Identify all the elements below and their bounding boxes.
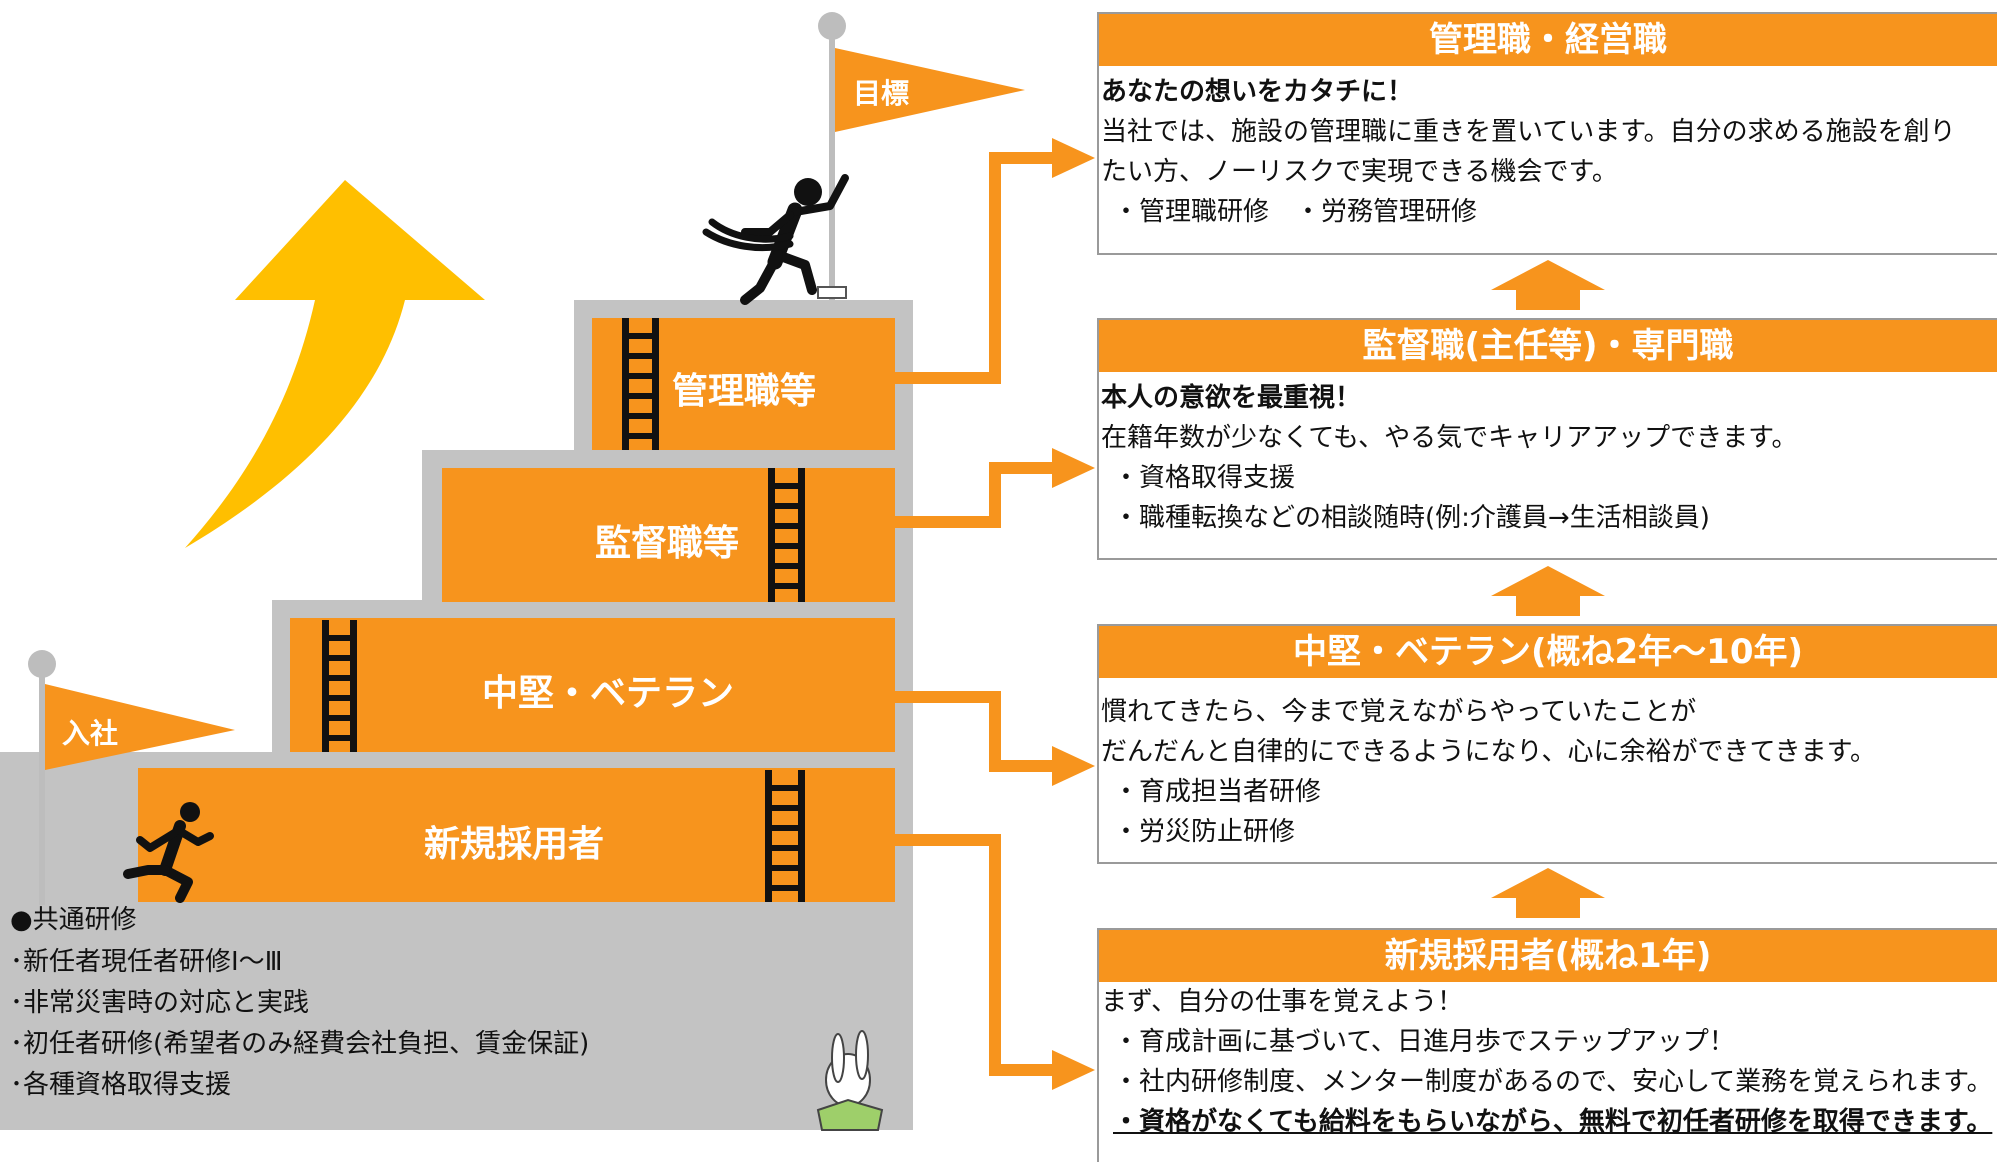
step-manager-label: 管理職等 — [672, 371, 817, 412]
panel-newcomer: 新規採用者(概ね1年) まず、自分の仕事を覚えよう！ ・育成計画に基づいて、日進… — [1097, 928, 1997, 1162]
connector-newcomer-head — [1052, 1050, 1095, 1090]
panel-supervisor-item: ・職種転換などの相談随時(例:介護員→生活相談員) — [1113, 503, 1710, 533]
growth-arrow-icon — [185, 180, 485, 548]
panel-supervisor-headline: 本人の意欲を最重視！ — [1101, 383, 1362, 413]
ladder-icon — [768, 468, 805, 602]
panel-supervisor-item: ・資格取得支援 — [1113, 463, 1296, 493]
step-supervisor-label: 監督職等 — [595, 523, 740, 564]
panel-veteran-text: 慣れてきたら、今まで覚えながらやっていたことが — [1101, 697, 1697, 727]
panel-supervisor-text: 在籍年数が少なくても、やる気でキャリアアップできます。 — [1101, 423, 1798, 453]
panel-veteran-body: 慣れてきたら、今まで覚えながらやっていたことが だんだんと自律的にできるようにな… — [1099, 678, 1997, 852]
connector-supervisor — [895, 462, 1060, 528]
step-supervisor-block — [442, 468, 895, 602]
panel-veteran-title: 中堅・ベテラン(概ね2年～10年) — [1099, 626, 1997, 678]
goal-reached-person-icon — [702, 174, 849, 305]
panel-manager-text: たい方、ノーリスクで実現できる機会です。 — [1101, 157, 1618, 187]
ladder-icon — [322, 620, 357, 752]
panel-supervisor-body: 本人の意欲を最重視！ 在籍年数が少なくても、やる気でキャリアアップできます。 ・… — [1099, 372, 1997, 538]
common-training-item: ･非常災害時の対応と実践 — [10, 988, 310, 1018]
panel-veteran-item: ・労災防止研修 — [1113, 817, 1296, 847]
up-arrow-icon — [1491, 566, 1605, 616]
panel-supervisor-title: 監督職(主任等)・専門職 — [1099, 320, 1997, 372]
common-training-item: ･新任者現任者研修Ⅰ～Ⅲ — [10, 947, 283, 977]
connector-newcomer — [895, 834, 1060, 1076]
up-arrow-icon — [1491, 868, 1605, 918]
join-flag-label: 入社 — [62, 717, 119, 750]
panel-veteran-item: ・育成担当者研修 — [1113, 777, 1322, 807]
panel-manager-item: ・管理職研修 ・労務管理研修 — [1113, 197, 1478, 227]
panel-manager: 管理職・経営職 あなたの想いをカタチに！ 当社では、施設の管理職に重きを置いてい… — [1097, 12, 1997, 255]
join-flag-icon — [45, 684, 235, 770]
goal-flag-knob — [818, 12, 846, 40]
connector-veteran-head — [1052, 746, 1095, 786]
connector-veteran — [895, 691, 1060, 772]
step-veteran-label: 中堅・ベテラン — [482, 673, 735, 714]
panel-newcomer-title: 新規採用者(概ね1年) — [1099, 930, 1997, 982]
panel-manager-headline: あなたの想いをカタチに！ — [1101, 77, 1414, 107]
rabbit-reading-icon — [816, 1030, 884, 1131]
goal-tape-icon — [817, 286, 847, 299]
connector-supervisor-head — [1052, 448, 1095, 488]
ladder-icon — [765, 770, 805, 902]
up-arrow-icon — [1491, 260, 1605, 310]
panel-supervisor: 監督職(主任等)・専門職 本人の意欲を最重視！ 在籍年数が少なくても、やる気でキ… — [1097, 318, 1997, 560]
panel-manager-text: 当社では、施設の管理職に重きを置いています。自分の求める施設を創り — [1101, 117, 1956, 147]
common-training-item: ･各種資格取得支援 — [10, 1070, 232, 1100]
goal-flag-icon — [835, 48, 1025, 132]
step-veteran-block — [290, 618, 895, 752]
panel-manager-title: 管理職・経営職 — [1099, 14, 1997, 66]
goal-flag-label: 目標 — [853, 77, 910, 110]
panel-newcomer-item: ・社内研修制度、メンター制度があるので、安心して業務を覚えられます。 — [1113, 1067, 1993, 1097]
join-flag-knob — [28, 650, 56, 678]
step-newcomer-label: 新規採用者 — [424, 824, 605, 865]
panel-manager-body: あなたの想いをカタチに！ 当社では、施設の管理職に重きを置いています。自分の求め… — [1099, 66, 1997, 232]
panel-veteran-text: だんだんと自律的にできるようになり、心に余裕ができてきます。 — [1101, 737, 1877, 767]
panel-newcomer-item: ・育成計画に基づいて、日進月歩でステップアップ！ — [1113, 1027, 1735, 1057]
ladder-icon — [622, 318, 659, 450]
connector-manager-head — [1052, 138, 1095, 178]
step-manager-block — [592, 318, 895, 450]
common-training-item: ･初任者研修(希望者のみ経費会社負担、賃金保証) — [10, 1029, 590, 1059]
connector-manager — [895, 152, 1060, 384]
panel-veteran: 中堅・ベテラン(概ね2年～10年) 慣れてきたら、今まで覚えながらやっていたこと… — [1097, 624, 1997, 864]
common-training-title: ●共通研修 — [10, 905, 137, 935]
panel-newcomer-emphasis: ・資格がなくても給料をもらいながら、無料で初任者研修を取得できます。 — [1113, 1107, 1993, 1137]
panel-newcomer-body: まず、自分の仕事を覚えよう！ ・育成計画に基づいて、日進月歩でステップアップ！ … — [1099, 982, 1997, 1142]
runner-icon — [123, 802, 214, 903]
panel-newcomer-text: まず、自分の仕事を覚えよう！ — [1101, 987, 1464, 1017]
